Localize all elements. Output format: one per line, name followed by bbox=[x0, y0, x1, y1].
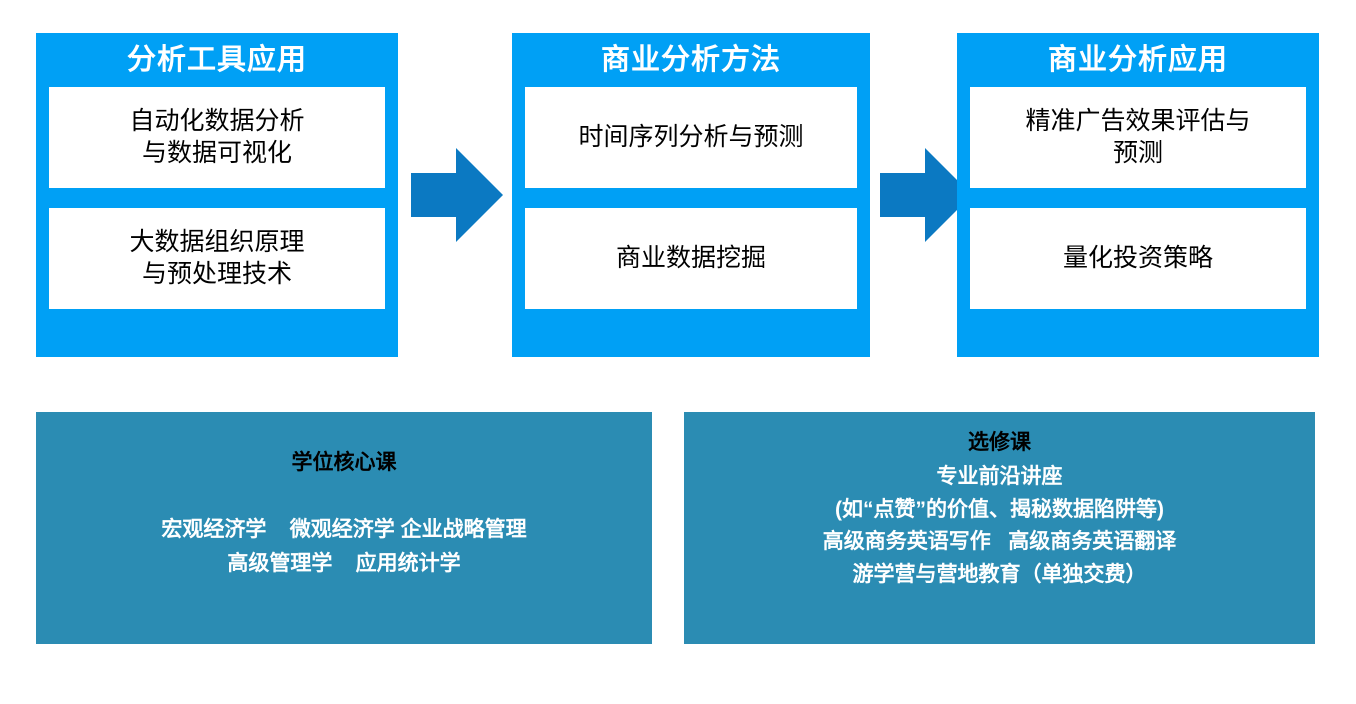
panel-elective-courses[interactable]: 选修课 专业前沿讲座 (如“点赞”的价值、揭秘数据陷阱等) 高级商务英语写作 高… bbox=[684, 412, 1315, 644]
group-panel-analysis-methods[interactable]: 商业分析方法 时间序列分析与预测 商业数据挖掘 bbox=[512, 33, 870, 357]
course-card[interactable]: 时间序列分析与预测 bbox=[525, 86, 857, 188]
course-line: 宏观经济学 微观经济学 企业战略管理 bbox=[161, 518, 527, 542]
card-stack-analysis-applications: 精准广告效果评估与预测 量化投资策略 bbox=[957, 86, 1319, 357]
panel-core-courses[interactable]: 学位核心课 宏观经济学 微观经济学 企业战略管理 高级管理学 应用统计学 bbox=[36, 412, 652, 644]
course-card[interactable]: 商业数据挖掘 bbox=[525, 207, 857, 309]
course-line: 专业前沿讲座 bbox=[936, 465, 1063, 489]
course-card[interactable]: 量化投资策略 bbox=[970, 207, 1306, 309]
group-panel-analysis-applications[interactable]: 商业分析应用 精准广告效果评估与预测 量化投资策略 bbox=[957, 33, 1319, 357]
panel-heading-elective-courses: 选修课 bbox=[968, 431, 1031, 454]
card-stack-analysis-methods: 时间序列分析与预测 商业数据挖掘 bbox=[512, 86, 870, 357]
course-line: 游学营与营地教育（单独交费） bbox=[852, 562, 1147, 586]
course-line: (如“点赞”的价值、揭秘数据陷阱等) bbox=[835, 497, 1164, 521]
course-line: 高级商务英语写作 高级商务英语翻译 bbox=[822, 530, 1177, 554]
group-title-analysis-applications: 商业分析应用 bbox=[1047, 44, 1228, 76]
arrow-head-icon bbox=[456, 148, 503, 242]
arrow-shaft bbox=[411, 173, 461, 217]
group-title-analysis-methods: 商业分析方法 bbox=[600, 44, 781, 76]
card-stack-analysis-tools: 自动化数据分析与数据可视化 大数据组织原理与预处理技术 bbox=[36, 86, 398, 357]
panel-heading-core-courses: 学位核心课 bbox=[291, 451, 397, 474]
group-title-analysis-tools: 分析工具应用 bbox=[126, 44, 307, 76]
course-card[interactable]: 大数据组织原理与预处理技术 bbox=[49, 207, 385, 309]
course-card[interactable]: 精准广告效果评估与预测 bbox=[970, 86, 1306, 188]
course-line: 高级管理学 应用统计学 bbox=[227, 552, 461, 576]
group-panel-analysis-tools[interactable]: 分析工具应用 自动化数据分析与数据可视化 大数据组织原理与预处理技术 bbox=[36, 33, 398, 357]
arrow-shaft bbox=[880, 173, 930, 217]
course-list-core: 宏观经济学 微观经济学 企业战略管理 高级管理学 应用统计学 bbox=[36, 513, 652, 581]
course-list-elective: 专业前沿讲座 (如“点赞”的价值、揭秘数据陷阱等) 高级商务英语写作 高级商务英… bbox=[684, 461, 1315, 591]
course-card[interactable]: 自动化数据分析与数据可视化 bbox=[49, 86, 385, 188]
